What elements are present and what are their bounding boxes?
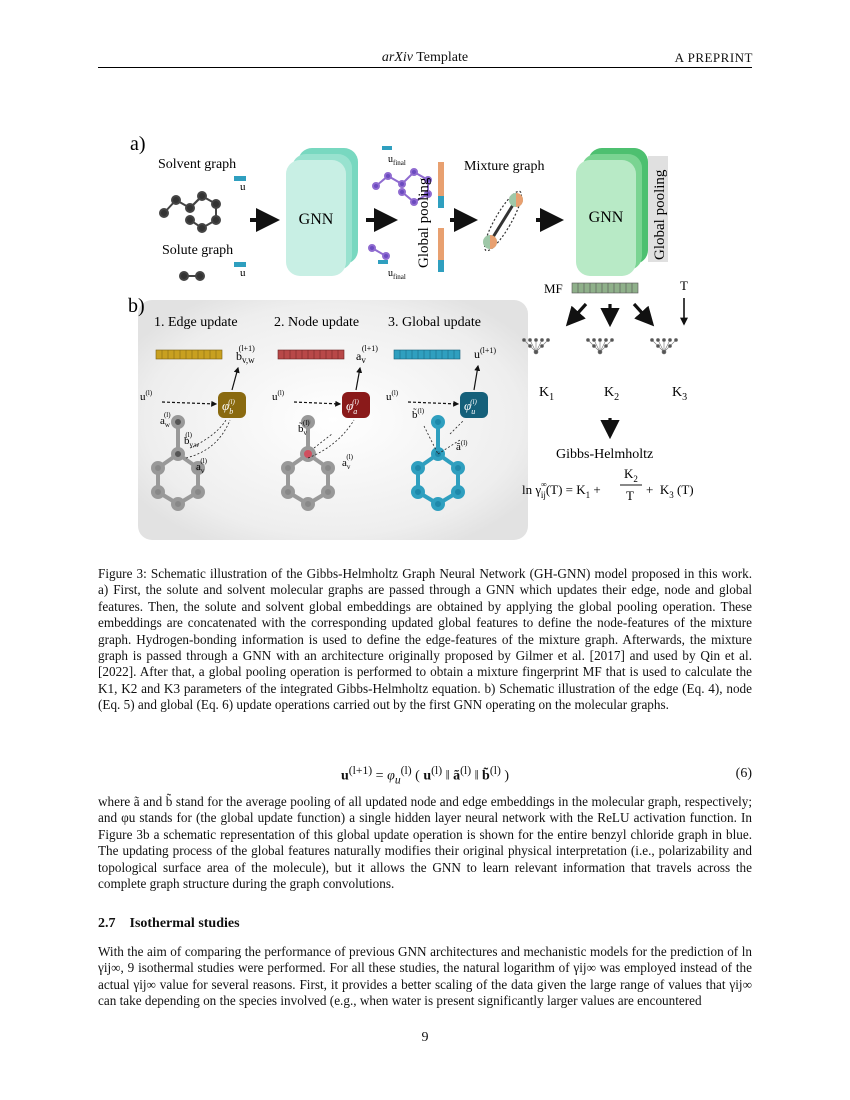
panel-b-background: [138, 300, 528, 540]
edge-embedding: [155, 349, 223, 360]
svg-text:φu(l): φu(l): [464, 398, 477, 416]
node-update-molecule: [281, 415, 335, 511]
phi-u-box: φu(l): [460, 392, 488, 418]
gibbs-helmholtz-equation: ln γ∞ij(T) = K1 + K2 T + K3 (T): [522, 466, 694, 503]
solvent-u-label: u: [240, 181, 246, 193]
gnn-block-1: GNN: [286, 148, 358, 276]
page-number: 9: [421, 1030, 429, 1045]
u-final-bottom: ufinal: [388, 268, 406, 281]
b-vw-label: bv,w(l+1): [236, 344, 255, 365]
running-header-right: A PREPRINT: [674, 50, 753, 65]
panel-b-label: b): [128, 295, 145, 317]
gnn-label-2: GNN: [589, 209, 624, 226]
section-title: Isothermal studies: [129, 916, 240, 931]
paragraph-1: where ã and b̃ stand for the average poo…: [98, 794, 752, 892]
solute-molecule: [179, 271, 205, 281]
t-label: T: [680, 278, 688, 293]
svg-text:+ K3 (T): + K3 (T): [646, 482, 694, 500]
u-final-vector-top: [382, 146, 392, 150]
header-rule: [98, 67, 752, 68]
k3-label: K3: [672, 385, 687, 403]
phi-a-box: φa(l): [342, 392, 370, 418]
svg-text:φa(l): φa(l): [346, 398, 359, 416]
figure-caption: Figure 3: Schematic illustration of the …: [98, 566, 752, 713]
updated-solute-graph: [368, 244, 390, 260]
step-edge-update: 1. Edge update: [154, 315, 238, 330]
solvent-molecule: [159, 191, 221, 233]
mixture-graph-label: Mixture graph: [464, 159, 544, 174]
update-arrows: [161, 364, 481, 407]
svg-text:φb(l): φb(l): [222, 398, 235, 416]
gibbs-helmholtz-label: Gibbs-Helmholtz: [556, 447, 653, 462]
svg-text:T: T: [626, 488, 634, 503]
section-heading: 2.7 Isothermal studies: [98, 916, 254, 932]
figure-3: a) b) Solvent graph u Solute graph u GNN…: [128, 133, 694, 540]
section-number: 2.7: [98, 916, 116, 931]
equation-body: u(l+1) = φu(l) ( u(l) ‖ ã(l) ‖ b̃(l) ): [340, 764, 510, 787]
k2-label: K2: [604, 385, 619, 403]
step-global-update: 3. Global update: [388, 315, 481, 330]
solute-u-label: u: [240, 267, 246, 279]
node-embedding: [277, 349, 345, 360]
global-pooling-label-1: Global pooling: [416, 177, 432, 268]
panel-a-label: a): [130, 133, 146, 155]
mf-vector: [571, 282, 639, 294]
edge-update-molecule: [151, 415, 205, 511]
paragraph-2: With the aim of comparing the performanc…: [98, 944, 752, 1009]
mlp-networks: [522, 338, 678, 355]
gnn-block-2: GNN: [576, 148, 648, 276]
solvent-graph-label: Solvent graph: [158, 157, 236, 172]
equation-number: (6): [735, 766, 752, 781]
global-pooling-box: [648, 156, 668, 262]
solvent-u-vector: [234, 176, 246, 181]
u-final-top: ufinal: [388, 154, 406, 167]
phi-b-box: φb(l): [218, 392, 246, 418]
gnn-label-1: GNN: [299, 211, 334, 228]
u-final-vector-bottom: [378, 260, 388, 264]
global-update-molecule: [411, 415, 465, 511]
mf-arrows: [565, 298, 688, 328]
pooled-vectors: [438, 162, 444, 272]
equation-6: u(l+1) = φu(l) ( u(l) ‖ ã(l) ‖ b̃(l) ) (…: [98, 762, 752, 788]
solute-u-vector: [234, 262, 246, 267]
svg-text:ln γ∞ij(T) = K1 +: ln γ∞ij(T) = K1 +: [522, 480, 601, 500]
step-node-update: 2. Node update: [274, 315, 359, 330]
svg-text:K2: K2: [624, 466, 638, 484]
updated-solvent-graph: [372, 168, 432, 206]
global-pooling-label-2: Global pooling: [652, 169, 668, 260]
running-header-title: arXiv Template: [381, 50, 469, 65]
solute-graph-label: Solute graph: [162, 243, 233, 258]
global-embedding: [393, 349, 461, 360]
k1-label: K1: [539, 385, 554, 403]
mixture-graph: [483, 190, 523, 252]
aggregation-dashes: [185, 419, 465, 459]
mf-label: MF: [544, 281, 563, 296]
